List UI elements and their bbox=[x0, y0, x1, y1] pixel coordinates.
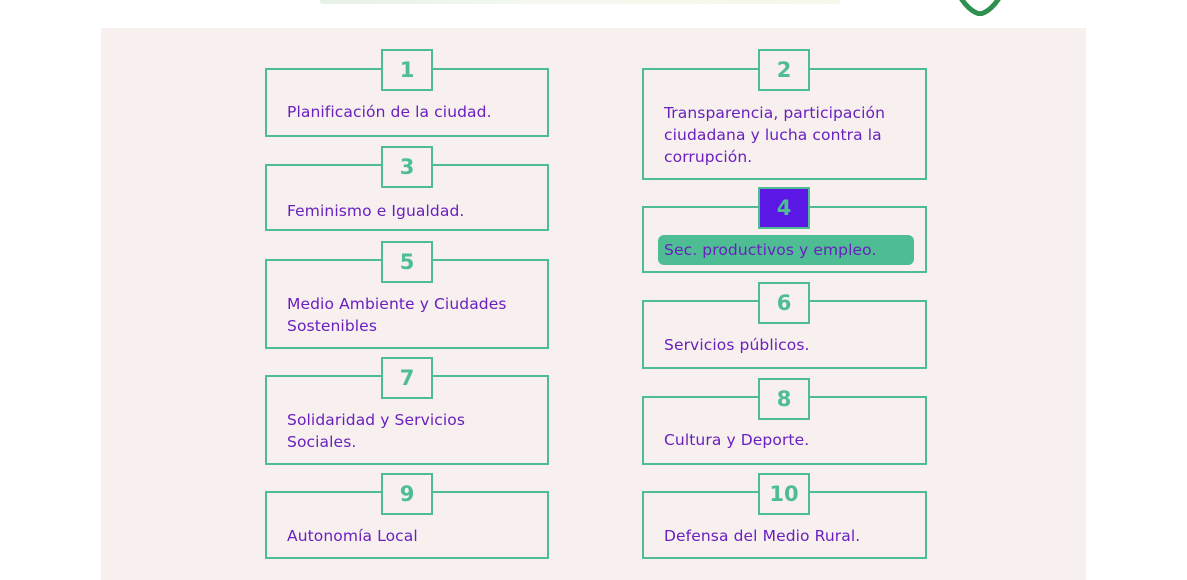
topics-panel: Planificación de la ciudad. 1 Transparen… bbox=[101, 28, 1086, 580]
topic-number-9: 9 bbox=[381, 473, 433, 515]
topic-number-4: 4 bbox=[758, 187, 810, 229]
topic-number-2: 2 bbox=[758, 49, 810, 91]
topic-number-8: 8 bbox=[758, 378, 810, 420]
selected-label-highlight bbox=[658, 235, 914, 265]
topic-number-1: 1 bbox=[381, 49, 433, 91]
topic-label-9: Autonomía Local bbox=[287, 527, 418, 545]
topic-label-8: Cultura y Deporte. bbox=[664, 431, 810, 449]
topic-label-3: Feminismo e Igualdad. bbox=[287, 202, 465, 220]
topic-label-4: Sec. productivos y empleo. bbox=[664, 241, 877, 259]
topic-number-6: 6 bbox=[758, 282, 810, 324]
topic-label-1: Planificación de la ciudad. bbox=[287, 103, 492, 121]
topic-label-5: Medio Ambiente y Ciudades Sostenibles bbox=[287, 295, 507, 335]
topic-number-3: 3 bbox=[381, 146, 433, 188]
topic-number-5: 5 bbox=[381, 241, 433, 283]
topic-card-8[interactable]: Cultura y Deporte. bbox=[642, 396, 927, 465]
topic-label-7: Solidaridad y Servicios Sociales. bbox=[287, 411, 466, 451]
cropped-title-decoration bbox=[320, 0, 840, 4]
topic-label-10: Defensa del Medio Rural. bbox=[664, 527, 861, 545]
topic-card-2[interactable]: Transparencia, participación ciudadana y… bbox=[642, 68, 927, 180]
topic-number-7: 7 bbox=[381, 357, 433, 399]
topic-number-10: 10 bbox=[758, 473, 810, 515]
topic-label-6: Servicios públicos. bbox=[664, 336, 810, 354]
topic-label-2: Transparencia, participación ciudadana y… bbox=[664, 104, 886, 166]
shield-logo-icon bbox=[959, 0, 1001, 16]
